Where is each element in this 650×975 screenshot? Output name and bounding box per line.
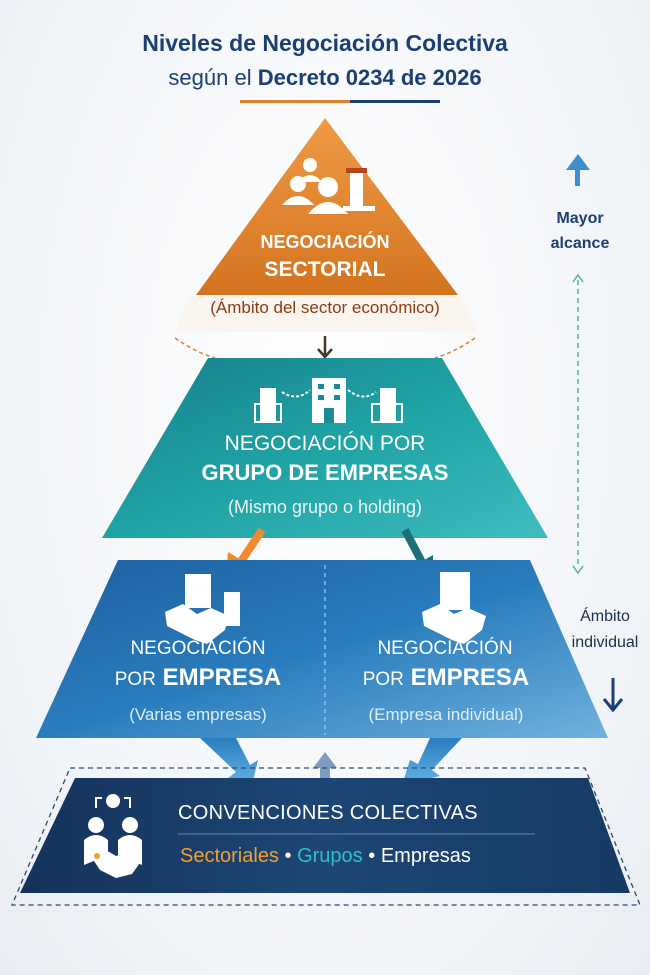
empresa-varias-line2: POR EMPRESA xyxy=(78,664,318,692)
separator: • xyxy=(284,845,292,867)
alcance-label: alcance xyxy=(550,235,610,252)
convenciones-title: CONVENCIONES COLECTIVAS xyxy=(178,802,478,824)
separator: • xyxy=(368,845,376,867)
empresa-label: EMPRESA xyxy=(410,664,530,691)
subtitle-prefix: según el xyxy=(168,65,252,90)
title-underline-orange xyxy=(240,100,350,103)
grupo-scope: (Mismo grupo o holding) xyxy=(227,497,423,517)
sectorial-line1: NEGOCIACIÓN xyxy=(260,232,390,252)
empresa-individual-line1: NEGOCIACIÓN xyxy=(377,638,513,659)
orange-dashed-line xyxy=(174,337,476,359)
handshake-building-icon xyxy=(422,572,486,644)
ambito-individual-arrow-icon xyxy=(602,678,624,713)
page-subtitle: según el Decreto 0234 de 2026 xyxy=(0,65,650,91)
subtitle-decree: Decreto 0234 de 2026 xyxy=(257,65,482,90)
individual-label: individual xyxy=(571,634,639,651)
meeting-handshake-icon xyxy=(84,794,142,878)
arrow-right-down-icon xyxy=(402,738,462,785)
page-title: Niveles de Negociación Colectiva xyxy=(142,30,508,56)
scope-dashed-axis xyxy=(572,273,584,575)
empresa-individual-scope: (Empresa individual) xyxy=(368,705,524,724)
ambito-label: Ámbito xyxy=(580,608,630,625)
grupo-trapezoid xyxy=(102,358,548,538)
grupo-line1: NEGOCIACIÓN POR xyxy=(224,432,426,455)
por-label: POR xyxy=(362,669,404,690)
por-label: POR xyxy=(114,669,156,690)
sectorial-scope-band xyxy=(175,296,478,332)
empresa-individual-line2: POR EMPRESA xyxy=(326,664,566,692)
arrow-down-icon xyxy=(317,336,333,359)
empresa-varias-line1: NEGOCIACIÓN xyxy=(130,638,266,659)
grupo-line2: GRUPO DE EMPRESAS xyxy=(201,460,449,485)
type-sectoriales: Sectoriales xyxy=(180,845,279,867)
type-grupos: Grupos xyxy=(297,845,363,867)
sectorial-scope: (Ámbito del sector económico) xyxy=(210,298,440,317)
arrow-left-down-icon xyxy=(200,738,258,785)
mayor-alcance-arrow-icon xyxy=(566,154,590,186)
empresa-label: EMPRESA xyxy=(162,664,282,691)
handshake-buildings-icon xyxy=(165,574,240,644)
convenciones-types: Sectoriales • Grupos • Empresas xyxy=(180,845,471,868)
sectorial-line2: SECTORIAL xyxy=(264,258,386,281)
people-building-icon xyxy=(282,158,375,214)
convenciones-trapezoid xyxy=(20,778,630,893)
buildings-network-icon xyxy=(254,378,403,423)
title-underline-navy xyxy=(350,100,440,103)
dashed-outline xyxy=(11,767,641,906)
empresa-varias-scope: (Varias empresas) xyxy=(129,705,267,724)
type-empresas: Empresas xyxy=(380,845,471,867)
mayor-label: Mayor xyxy=(556,210,604,227)
